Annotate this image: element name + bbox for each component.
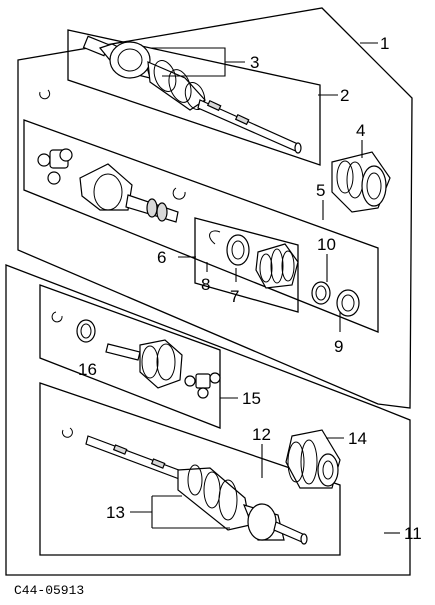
inboard-joint-panel [23, 119, 379, 333]
tripod-spider [184, 372, 221, 399]
lower-assembly-frame [5, 264, 411, 576]
outboard-joint-shaft [82, 35, 302, 154]
boot-kit-panel [194, 217, 299, 313]
callout-13: 13 [106, 503, 125, 522]
callout-2: 2 [340, 86, 349, 105]
inboard-joint-housing [105, 339, 183, 389]
drive-shaft [85, 435, 201, 487]
callout-8: 8 [201, 275, 210, 294]
callout-14: 14 [348, 429, 367, 448]
callout-6: 6 [157, 248, 166, 267]
callout-11: 11 [404, 524, 422, 543]
callout-1: 1 [380, 34, 389, 53]
callout-15: 15 [242, 389, 261, 408]
callout-4: 4 [356, 121, 365, 140]
inboard-housing [79, 163, 179, 223]
dust-seal [76, 319, 96, 343]
boot-band-ring [226, 234, 250, 266]
shaft-circlip [61, 427, 73, 438]
upper-assembly-frame [17, 7, 413, 409]
diagram-code: C44-05913 [14, 583, 84, 598]
outer-boot [331, 151, 391, 213]
inboard-tripod-joint [37, 148, 73, 185]
callout-10: 10 [317, 235, 336, 254]
outboard-joint-panel [67, 29, 321, 166]
leader-lines [130, 42, 400, 534]
callout-12: 12 [252, 425, 271, 444]
inner-boot [255, 243, 299, 289]
callout-7: 7 [230, 287, 239, 306]
inboard-circlip [172, 187, 186, 200]
callout-16: 16 [78, 360, 97, 379]
callout-5: 5 [316, 181, 325, 200]
callout-3: 3 [250, 53, 259, 72]
shaft-boot [285, 429, 341, 489]
boot-clamp-small [311, 281, 331, 305]
snap-ring-small [51, 311, 63, 323]
outboard-boot-shaft [177, 464, 308, 545]
inboard-housing-panel [39, 284, 221, 429]
outboard-circlip [39, 89, 51, 100]
shaft-panel [39, 382, 341, 556]
boot-band-clip [209, 230, 221, 245]
callout-9: 9 [334, 337, 343, 356]
boot-clamp-large [336, 289, 360, 317]
